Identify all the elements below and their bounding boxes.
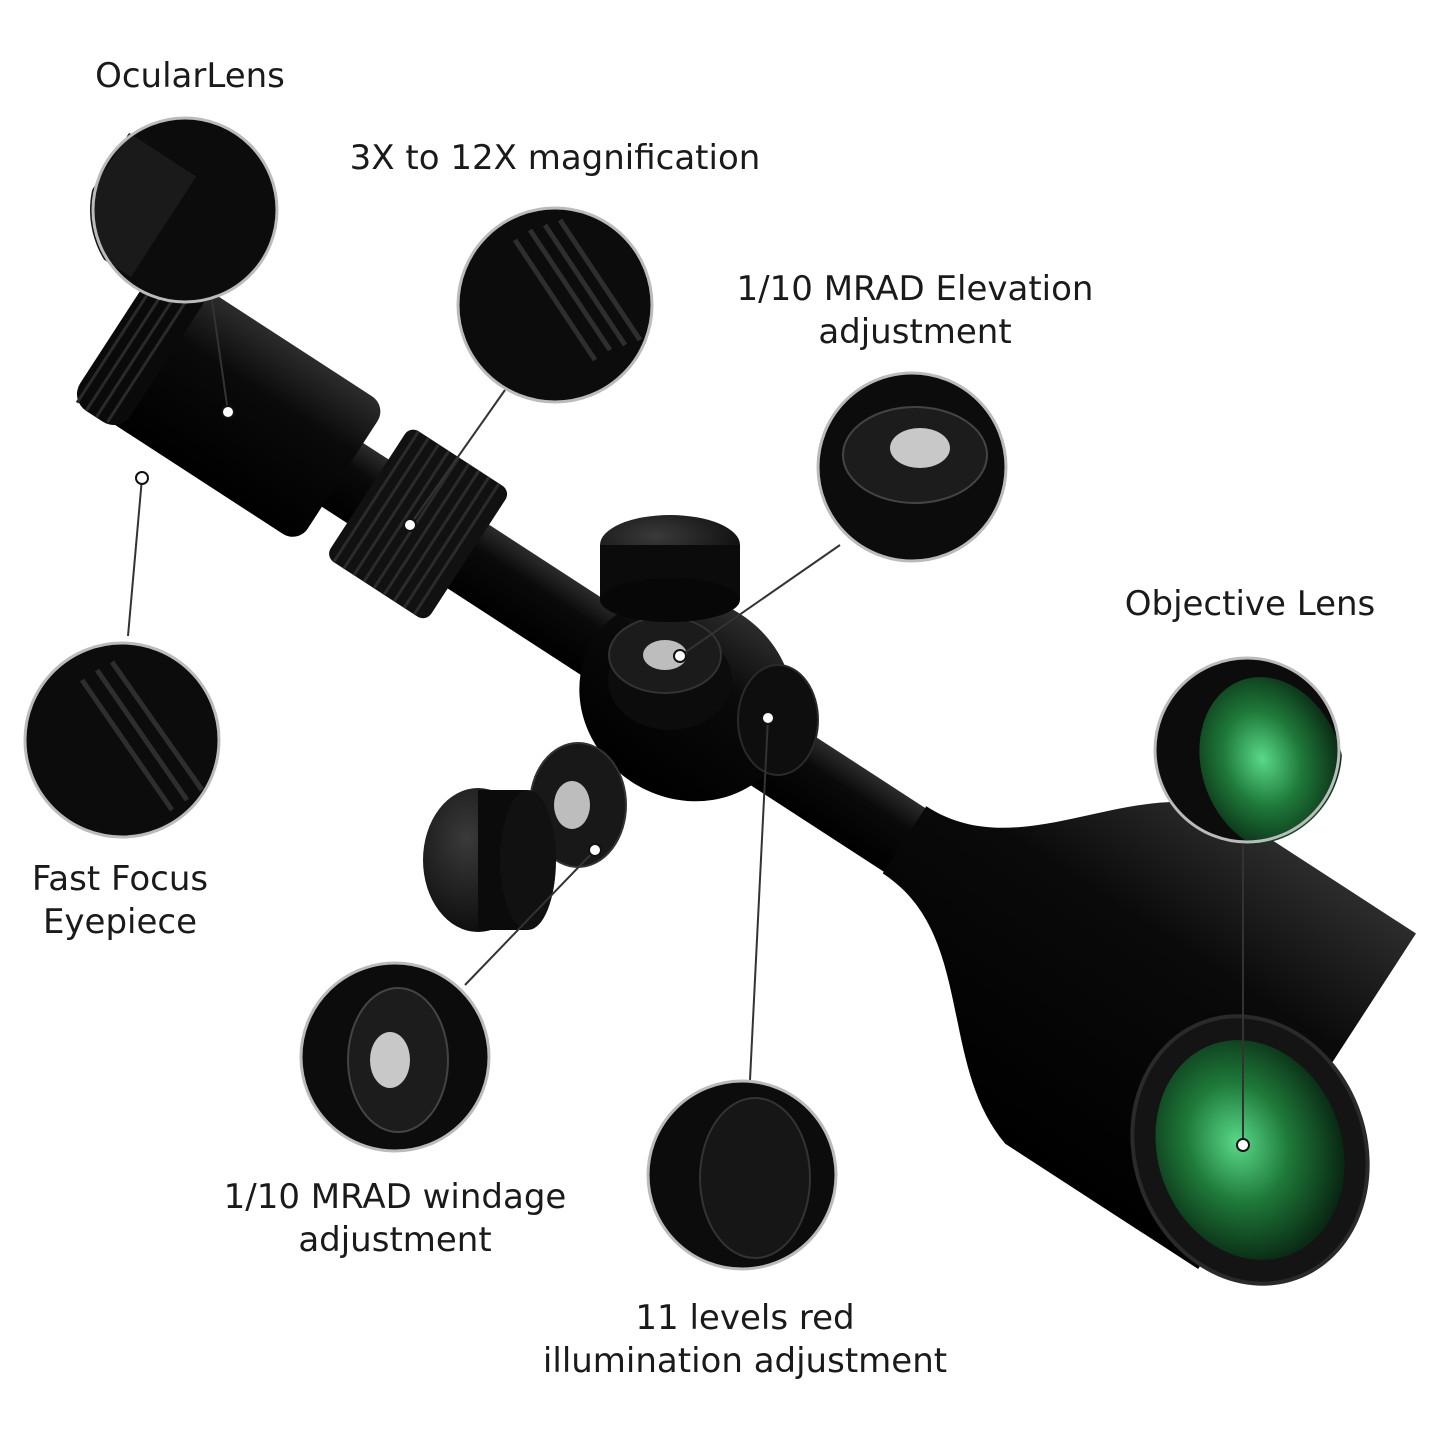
windage-label: 1/10 MRAD windage adjustment bbox=[223, 1177, 567, 1260]
magnification-ring-callout bbox=[455, 205, 655, 405]
ocular-lens-callout bbox=[90, 115, 280, 305]
windage-turret-callout bbox=[298, 960, 493, 1155]
elevation-turret-callout bbox=[815, 370, 1010, 565]
fast-focus-label: Fast Focus Eyepiece bbox=[31, 859, 209, 942]
eyepiece-callout bbox=[22, 640, 222, 840]
magnification-label: 3X to 12X magnification bbox=[349, 138, 761, 178]
objective-lens-callout bbox=[1152, 655, 1342, 845]
illumination-label: 11 levels red illumination adjustment bbox=[542, 1298, 948, 1381]
objective-lens-label: Objective Lens bbox=[1124, 584, 1376, 624]
ocular-lens-label: OcularLens bbox=[95, 56, 285, 96]
elevation-label: 1/10 MRAD Elevation adjustment bbox=[736, 269, 1094, 352]
illumination-knob-callout bbox=[645, 1078, 840, 1273]
